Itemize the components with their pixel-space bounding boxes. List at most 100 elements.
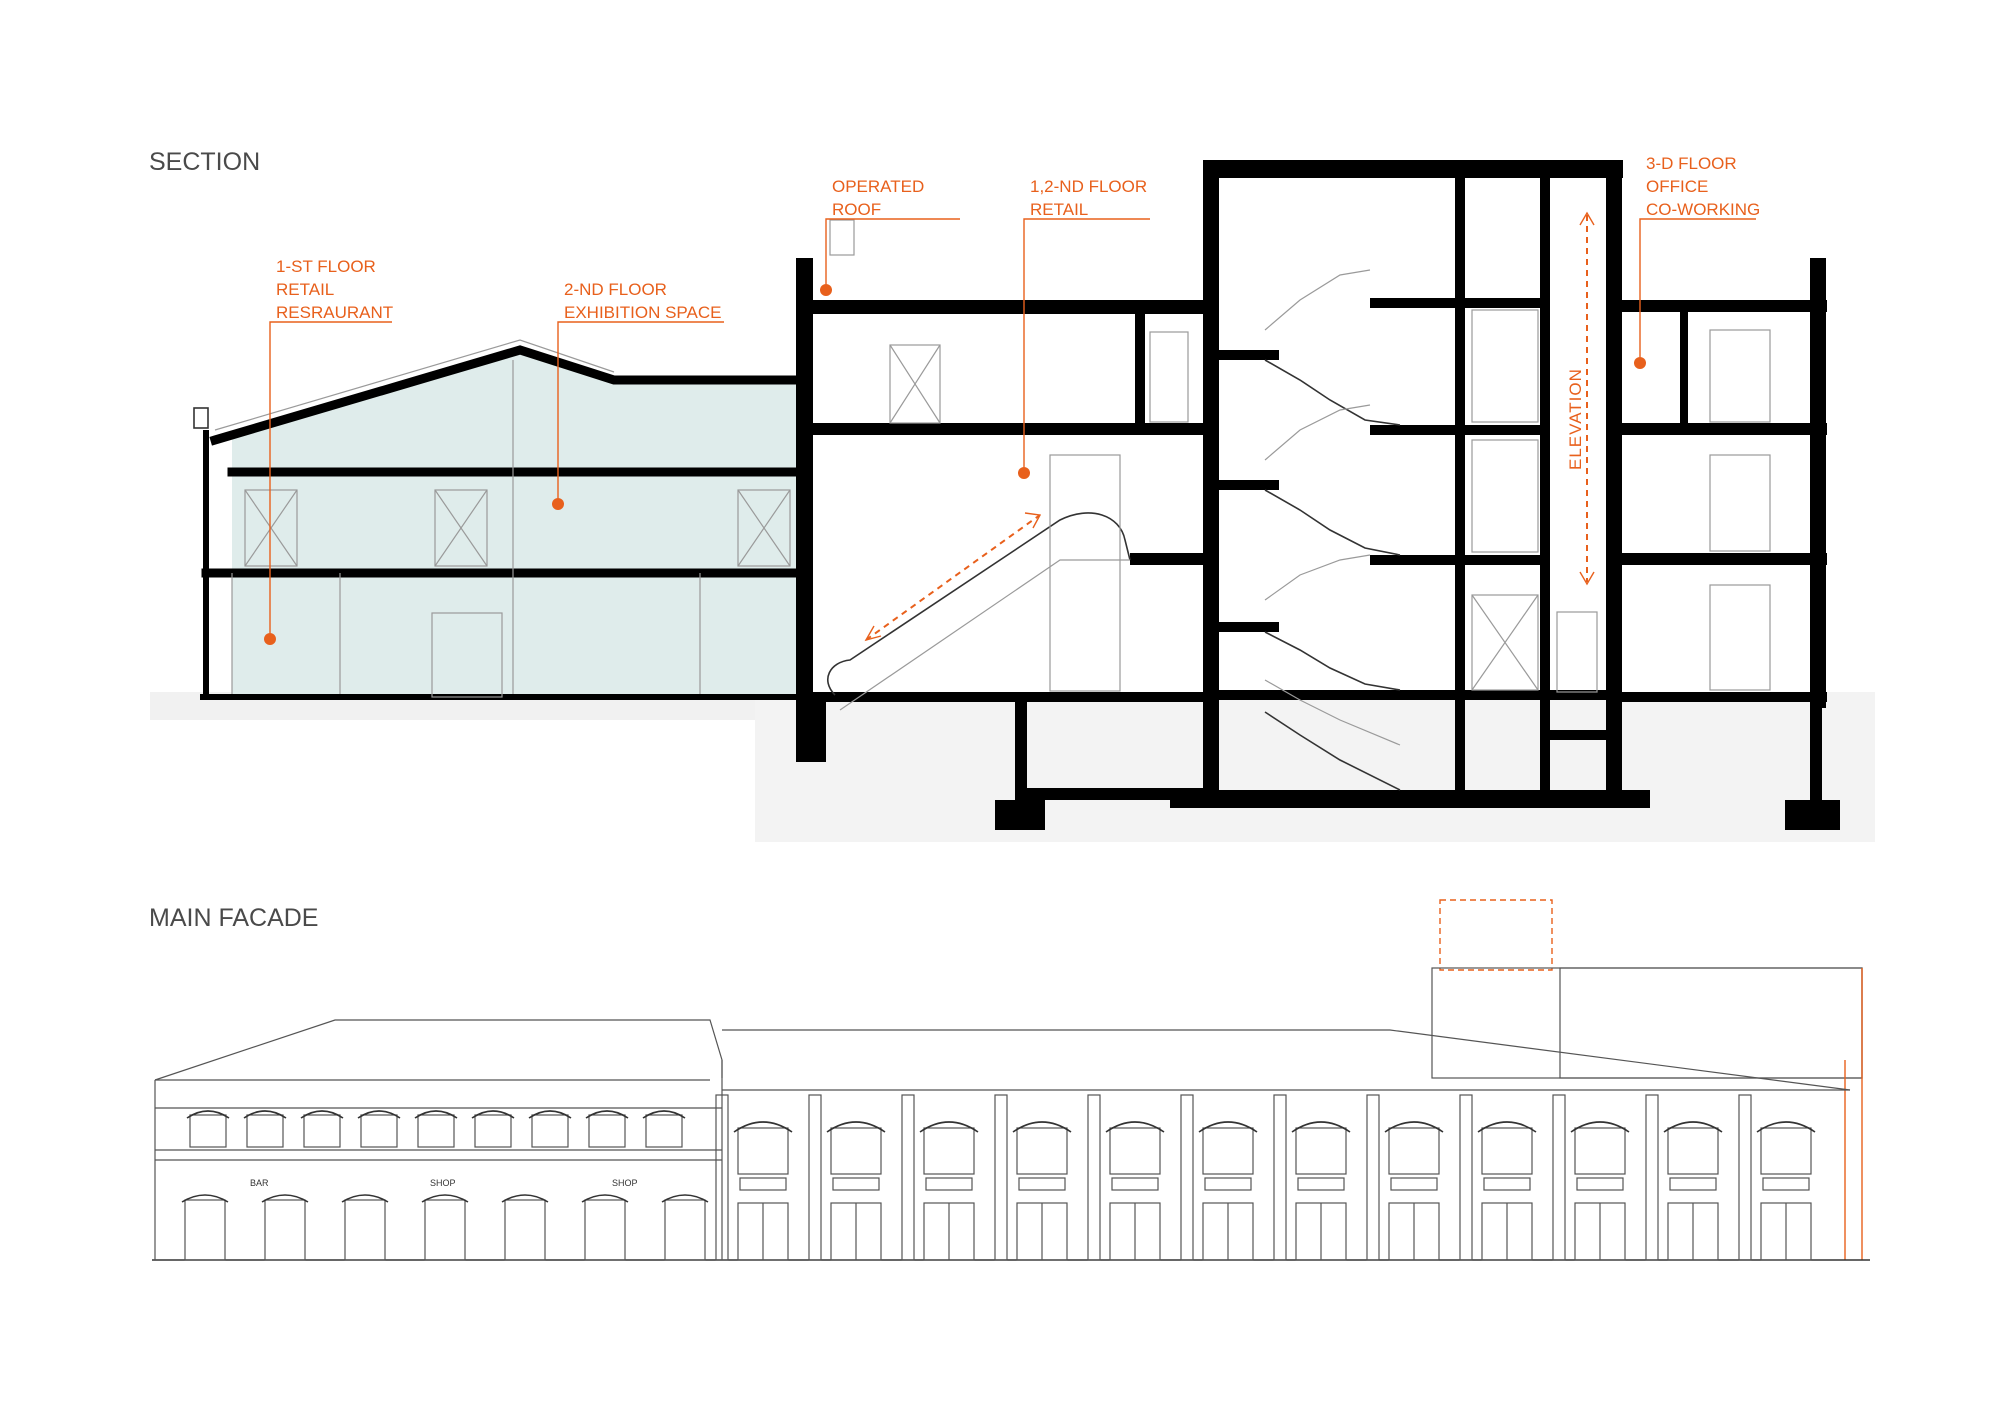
label-operated-roof: OPERATED ROOF bbox=[832, 177, 924, 219]
second-floor-marker bbox=[552, 498, 564, 510]
bay-upper-window bbox=[923, 1127, 975, 1175]
third-floor-marker bbox=[1634, 357, 1646, 369]
first-floor-marker bbox=[264, 633, 276, 645]
staircase bbox=[1264, 269, 1401, 791]
bay-arch bbox=[1477, 1121, 1537, 1133]
door-arch bbox=[581, 1194, 629, 1203]
bay-upper-window bbox=[1667, 1127, 1719, 1175]
bay-panel bbox=[832, 1177, 880, 1191]
old-upper-window bbox=[246, 1114, 284, 1148]
window-arch bbox=[300, 1110, 344, 1119]
bay-upper-window bbox=[1016, 1127, 1068, 1175]
bay-upper-window bbox=[1760, 1127, 1812, 1175]
old-facade-shop-doors bbox=[181, 1194, 709, 1261]
door-arch bbox=[261, 1194, 309, 1203]
bay-upper-window bbox=[737, 1127, 789, 1175]
old-building-volume bbox=[232, 352, 800, 697]
svg-text:OPERATED: OPERATED bbox=[832, 177, 924, 196]
bay-arch bbox=[1570, 1121, 1630, 1133]
sign-shop-2: SHOP bbox=[612, 1178, 638, 1188]
bay-panel bbox=[1762, 1177, 1810, 1191]
bay-arch bbox=[1012, 1121, 1072, 1133]
bay-arch bbox=[1756, 1121, 1816, 1133]
window-arch bbox=[186, 1110, 230, 1119]
window-arch bbox=[528, 1110, 572, 1119]
pilaster bbox=[808, 1094, 822, 1261]
pilaster bbox=[994, 1094, 1008, 1261]
shop-door bbox=[184, 1199, 226, 1261]
pilaster bbox=[1552, 1094, 1566, 1261]
building-section: ELEVATION bbox=[150, 160, 1875, 842]
bay-upper-window bbox=[1109, 1127, 1161, 1175]
retail-marker bbox=[1018, 467, 1030, 479]
sign-bar: BAR bbox=[250, 1178, 269, 1188]
bay-upper-window bbox=[1295, 1127, 1347, 1175]
old-upper-window bbox=[417, 1114, 455, 1148]
bay-panel bbox=[739, 1177, 787, 1191]
old-upper-window bbox=[303, 1114, 341, 1148]
shop-door bbox=[584, 1199, 626, 1261]
shop-door bbox=[664, 1199, 706, 1261]
escalator bbox=[827, 512, 1131, 711]
shop-door bbox=[504, 1199, 546, 1261]
pilaster bbox=[715, 1094, 729, 1261]
window-arch bbox=[357, 1110, 401, 1119]
pilaster bbox=[1087, 1094, 1101, 1261]
bay-arch bbox=[1291, 1121, 1351, 1133]
pilaster bbox=[1738, 1094, 1752, 1261]
bay-panel bbox=[1111, 1177, 1159, 1191]
svg-text:ROOF: ROOF bbox=[832, 200, 881, 219]
main-facade-elevation: BAR SHOP SHOP bbox=[152, 899, 1870, 1261]
door-arch bbox=[501, 1194, 549, 1203]
label-1st-floor: 1-ST FLOOR RETAIL RESRAURANT bbox=[276, 257, 393, 322]
old-building-windows bbox=[244, 489, 791, 698]
sign-shop-1: SHOP bbox=[430, 1178, 456, 1188]
bay-panel bbox=[1390, 1177, 1438, 1191]
old-upper-window bbox=[531, 1114, 569, 1148]
pilaster bbox=[1645, 1094, 1659, 1261]
door-arch bbox=[421, 1194, 469, 1203]
bay-upper-window bbox=[1574, 1127, 1626, 1175]
ground-hatch bbox=[150, 692, 1875, 842]
bay-arch bbox=[1663, 1121, 1723, 1133]
window-arch bbox=[642, 1110, 686, 1119]
window-arch bbox=[414, 1110, 458, 1119]
bay-upper-window bbox=[1481, 1127, 1533, 1175]
bay-panel bbox=[1018, 1177, 1066, 1191]
pilaster bbox=[1180, 1094, 1194, 1261]
bay-upper-window bbox=[1202, 1127, 1254, 1175]
bay-panel bbox=[1669, 1177, 1717, 1191]
bay-arch bbox=[1198, 1121, 1258, 1133]
label-2nd-floor: 2-ND FLOOR EXHIBITION SPACE bbox=[564, 280, 721, 322]
main-facade-title: MAIN FACADE bbox=[149, 904, 318, 932]
svg-text:OFFICE: OFFICE bbox=[1646, 177, 1708, 196]
bay-arch bbox=[1384, 1121, 1444, 1133]
pilaster bbox=[1459, 1094, 1473, 1261]
escalator-direction-arrow bbox=[865, 514, 1041, 641]
new-building-openings bbox=[829, 219, 1771, 693]
pilaster bbox=[1366, 1094, 1380, 1261]
svg-text:RESRAURANT: RESRAURANT bbox=[276, 303, 393, 322]
door-arch bbox=[661, 1194, 709, 1203]
svg-text:2-ND FLOOR: 2-ND FLOOR bbox=[564, 280, 667, 299]
svg-text:RETAIL: RETAIL bbox=[1030, 200, 1088, 219]
bay-panel bbox=[925, 1177, 973, 1191]
bay-upper-window bbox=[830, 1127, 882, 1175]
old-upper-window bbox=[588, 1114, 626, 1148]
new-building-structure bbox=[796, 160, 1840, 830]
bay-panel bbox=[1483, 1177, 1531, 1191]
bay-panel bbox=[1576, 1177, 1624, 1191]
old-upper-window bbox=[474, 1114, 512, 1148]
new-volume-outline bbox=[1439, 899, 1553, 971]
svg-text:CO-WORKING: CO-WORKING bbox=[1646, 200, 1760, 219]
shop-door bbox=[424, 1199, 466, 1261]
bay-arch bbox=[826, 1121, 886, 1133]
operated-roof-marker bbox=[820, 284, 832, 296]
new-facade-window-bays bbox=[715, 1094, 1816, 1261]
shop-door bbox=[344, 1199, 386, 1261]
old-building-roof bbox=[209, 345, 805, 446]
label-3rd-floor: 3-D FLOOR OFFICE CO-WORKING bbox=[1646, 154, 1760, 219]
svg-text:1,2-ND FLOOR: 1,2-ND FLOOR bbox=[1030, 177, 1147, 196]
bay-panel bbox=[1297, 1177, 1345, 1191]
